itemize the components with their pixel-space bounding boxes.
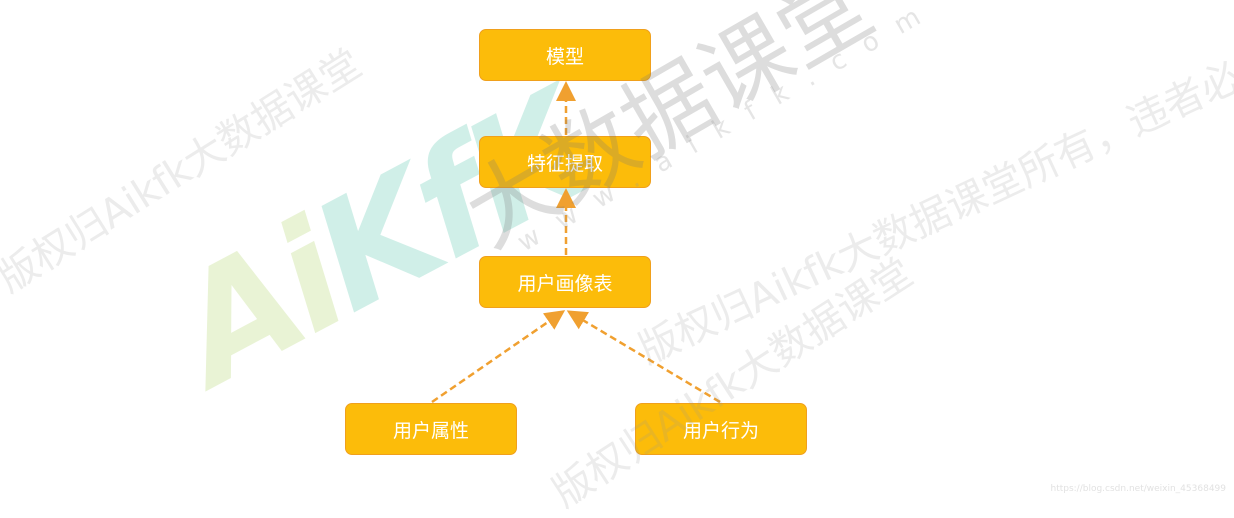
edges-layer	[431, 81, 721, 404]
node-model: 模型	[479, 29, 651, 81]
node-user-attributes: 用户属性	[345, 403, 517, 455]
node-feature-extraction: 特征提取	[479, 136, 651, 188]
arrow-behavior-to-profile	[566, 310, 721, 404]
arrow-attributes-to-profile	[431, 310, 566, 404]
node-user-profile-table: 用户画像表	[479, 256, 651, 308]
footer-url: https://blog.csdn.net/weixin_45368499	[1050, 484, 1226, 494]
node-user-behavior: 用户行为	[635, 403, 807, 455]
